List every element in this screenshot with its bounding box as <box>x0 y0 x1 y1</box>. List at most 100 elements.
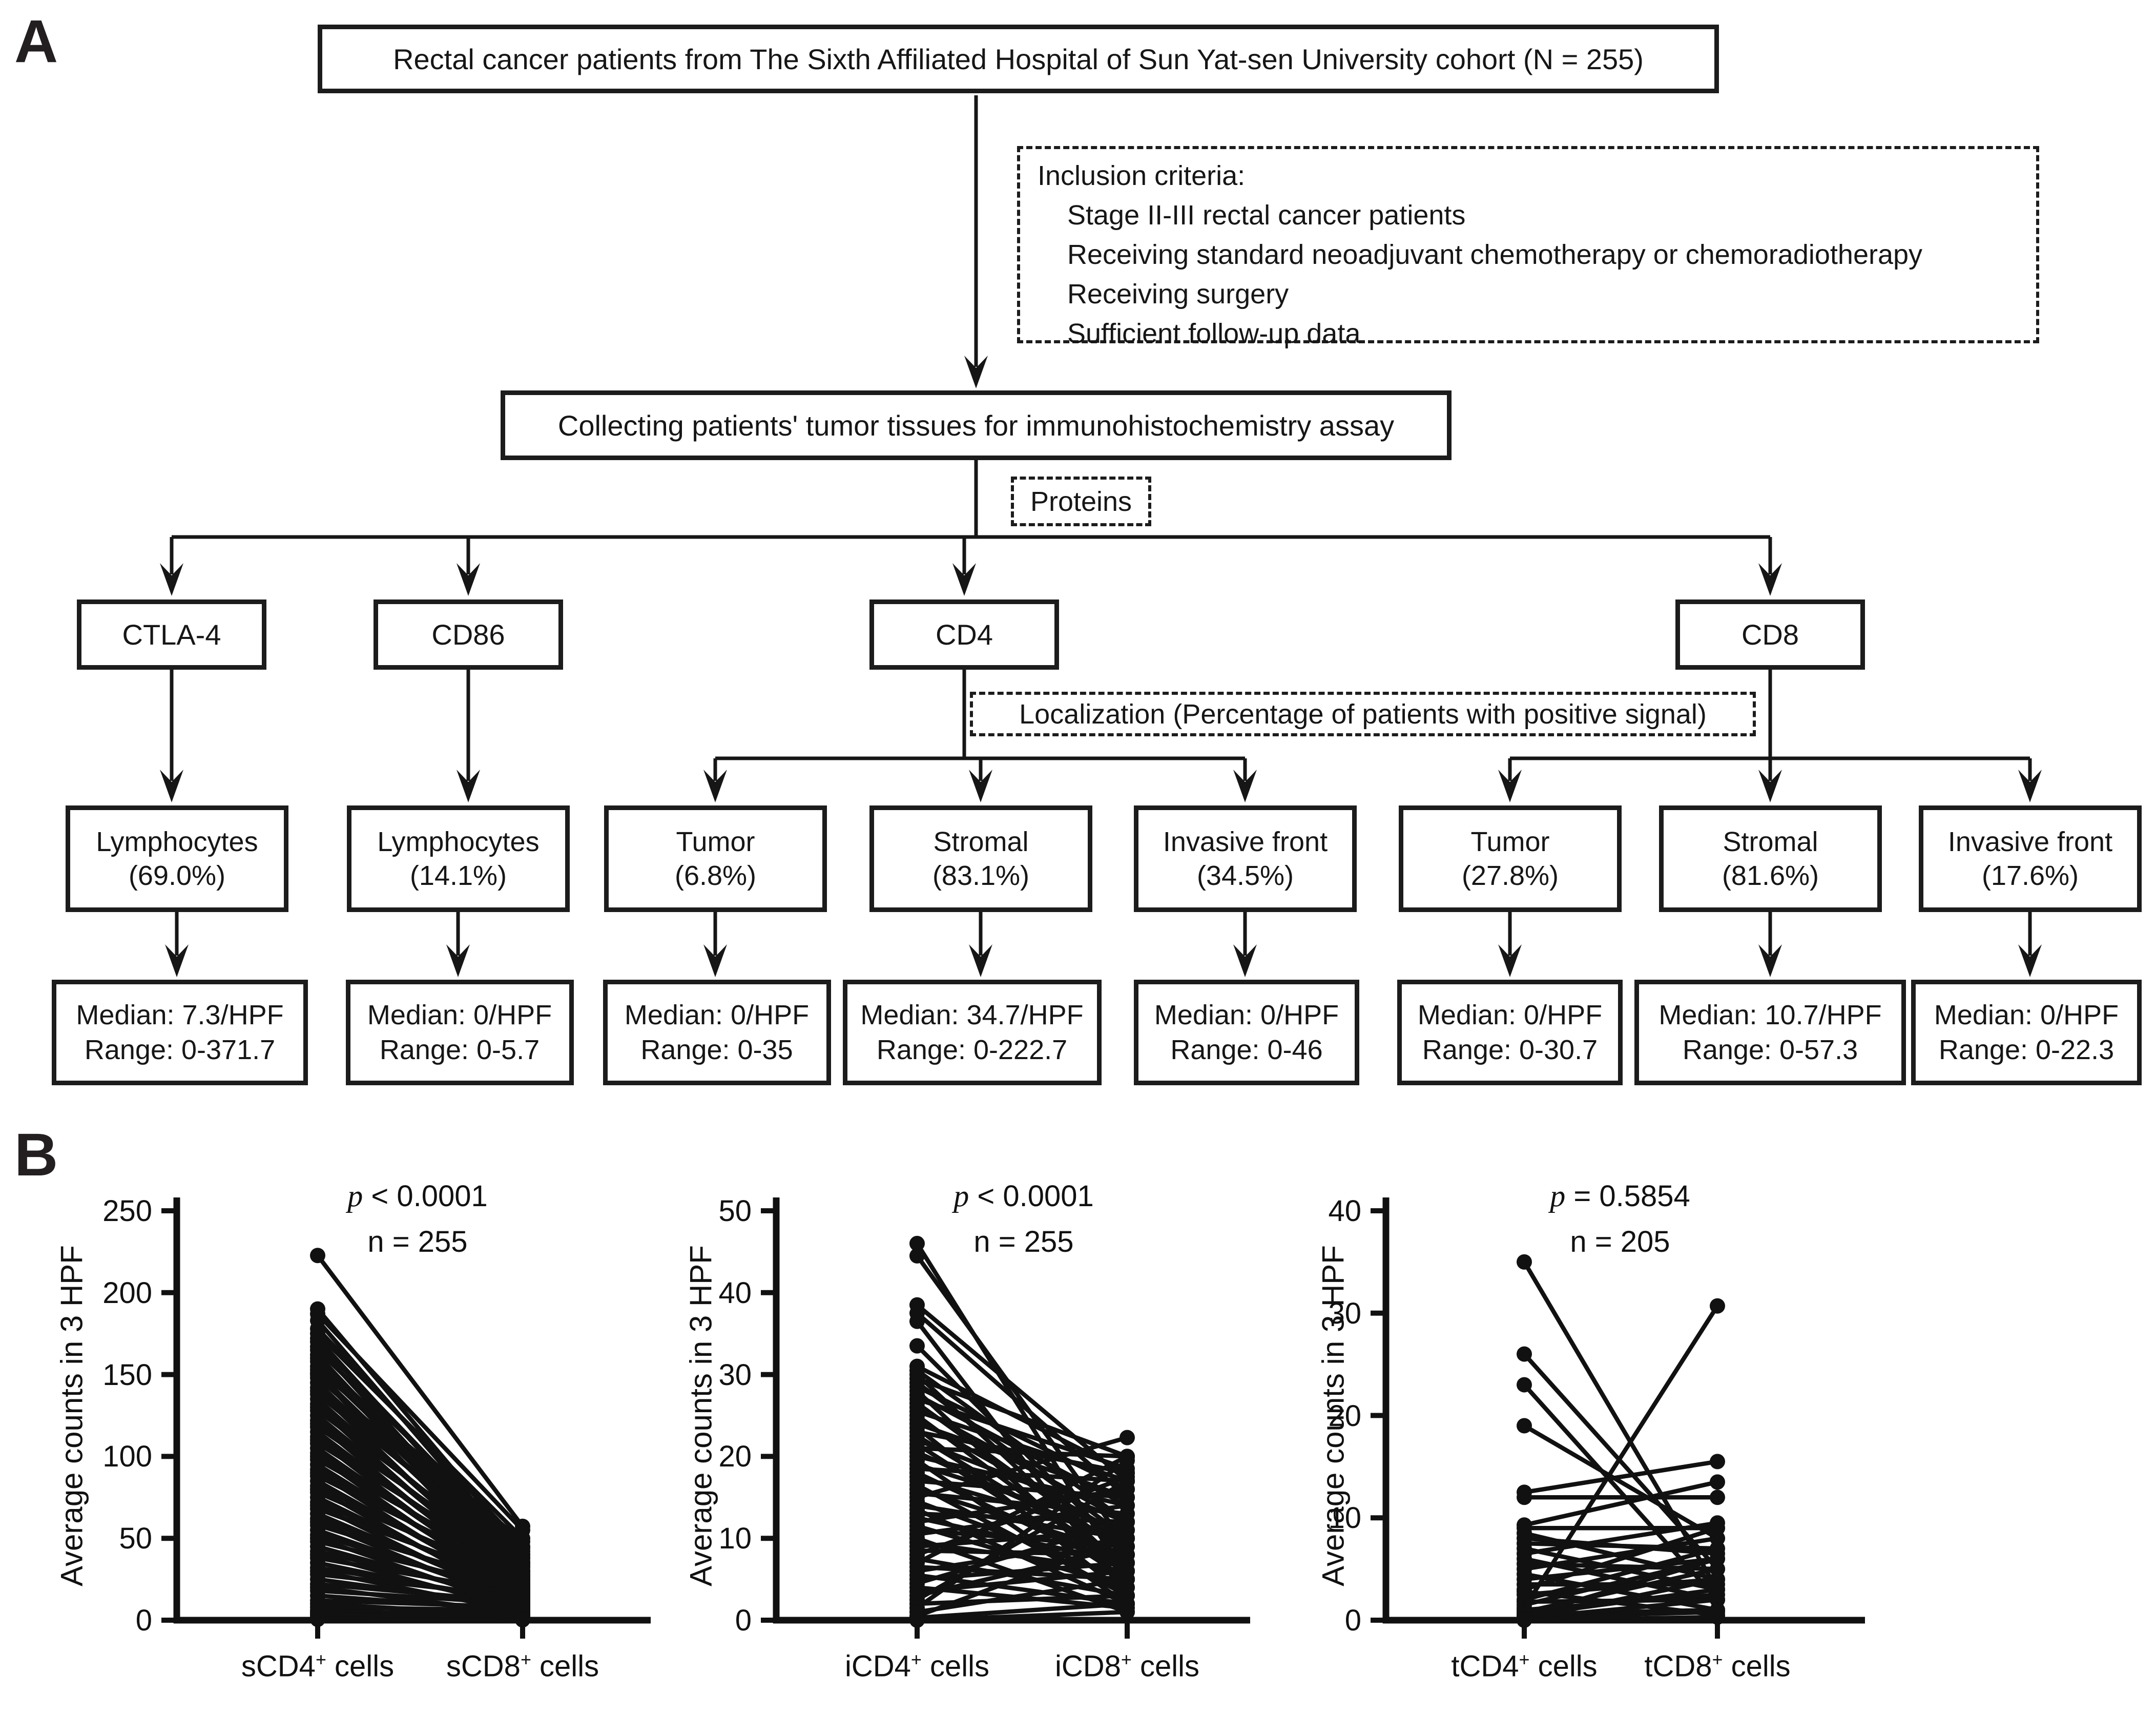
inclusion-item: Receiving surgery <box>1067 279 1289 309</box>
location-percent: (34.5%) <box>1196 860 1294 891</box>
protein-name: CD86 <box>431 618 505 651</box>
location-site: Invasive front <box>1947 826 2113 857</box>
collecting-box: Collecting patients' tumor tissues for i… <box>501 390 1452 460</box>
range-value: Range: 0-30.7 <box>1422 1035 1598 1065</box>
p-value-label: p < 0.0001 <box>953 1179 1094 1213</box>
location-site: Stromal <box>933 826 1029 857</box>
location-percent: (14.1%) <box>409 860 507 891</box>
range-value: Range: 0-46 <box>1170 1035 1323 1065</box>
median-value: Median: 10.7/HPF <box>1659 1000 1882 1030</box>
n-count-label: n = 255 <box>367 1225 468 1258</box>
arrowhead-icon <box>446 944 470 977</box>
y-tick-label: 250 <box>102 1194 152 1228</box>
arrowhead-icon <box>969 944 992 977</box>
y-tick-label: 20 <box>1328 1399 1361 1433</box>
location-site: Stromal <box>1723 826 1818 857</box>
y-tick-label: 20 <box>718 1440 752 1474</box>
arrowhead-icon <box>703 944 727 977</box>
median-box: Median: 0/HPF Range: 0-5.7 <box>345 980 574 1085</box>
x-category-label: sCD8+ cells <box>446 1649 599 1683</box>
protein-name: CD8 <box>1741 618 1799 651</box>
protein-box-cd86: CD86 <box>374 599 563 670</box>
x-category-label: tCD8+ cells <box>1644 1649 1791 1683</box>
location-box: Lymphocytes(14.1%) <box>347 805 570 912</box>
arrowhead-icon <box>1233 944 1257 977</box>
arrowhead-icon <box>1498 944 1522 977</box>
localization-label-text: Localization (Percentage of patients wit… <box>1019 698 1707 730</box>
y-tick-label: 40 <box>718 1276 752 1310</box>
arrowhead-icon <box>1233 770 1257 802</box>
location-site: Tumor <box>676 826 755 857</box>
location-percent: (69.0%) <box>128 860 226 891</box>
x-category-label: sCD4+ cells <box>241 1649 395 1683</box>
median-value: Median: 0/HPF <box>1417 1000 1603 1030</box>
paired-line-chart <box>1371 1197 1865 1639</box>
location-box: Stromal(83.1%) <box>869 805 1092 912</box>
y-axis-label: Average counts in 3 HPF <box>54 1245 89 1586</box>
x-category-label: iCD4+ cells <box>844 1649 990 1683</box>
arrowhead-icon <box>160 770 183 802</box>
y-tick-label: 30 <box>1328 1296 1361 1330</box>
range-value: Range: 0-222.7 <box>876 1035 1068 1065</box>
arrowhead-icon <box>1758 944 1782 977</box>
median-box: Median: 34.7/HPF Range: 0-222.7 <box>842 980 1102 1085</box>
cohort-box-text: Rectal cancer patients from The Sixth Af… <box>393 43 1644 75</box>
protein-name: CTLA-4 <box>122 618 221 651</box>
location-site: Invasive front <box>1163 826 1328 857</box>
proteins-label-text: Proteins <box>1030 486 1132 517</box>
y-tick-label: 0 <box>135 1604 152 1637</box>
range-value: Range: 0-371.7 <box>84 1035 276 1065</box>
arrowhead-icon <box>160 563 183 596</box>
p-value-label: p = 0.5854 <box>1550 1179 1690 1213</box>
y-tick-label: 50 <box>718 1194 752 1228</box>
inclusion-title: Inclusion criteria: <box>1038 160 1246 191</box>
location-site: Tumor <box>1470 826 1550 857</box>
arrowhead-icon <box>457 563 480 596</box>
median-value: Median: 34.7/HPF <box>860 1000 1084 1030</box>
panel-a-label: A <box>14 8 58 75</box>
location-box: Invasive front(34.5%) <box>1134 805 1357 912</box>
y-tick-label: 0 <box>1344 1604 1361 1637</box>
x-category-label: iCD8+ cells <box>1054 1649 1200 1683</box>
location-box: Stromal(81.6%) <box>1659 805 1882 912</box>
y-tick-label: 40 <box>1328 1194 1361 1228</box>
median-box: Median: 7.3/HPF Range: 0-371.7 <box>52 980 308 1085</box>
range-value: Range: 0-57.3 <box>1682 1035 1858 1065</box>
p-value-label: p < 0.0001 <box>347 1179 488 1213</box>
median-box: Median: 0/HPF Range: 0-30.7 <box>1397 980 1623 1085</box>
median-box: Median: 0/HPF Range: 0-46 <box>1134 980 1359 1085</box>
arrowhead-icon <box>964 356 988 388</box>
inclusion-item: Receiving standard neoadjuvant chemother… <box>1067 239 1923 270</box>
location-box: Lymphocytes(69.0%) <box>66 805 288 912</box>
arrowhead-icon <box>703 770 727 802</box>
range-value: Range: 0-5.7 <box>379 1035 540 1065</box>
protein-name: CD4 <box>935 618 993 651</box>
median-value: Median: 0/HPF <box>1934 1000 2119 1030</box>
n-count-label: n = 255 <box>973 1225 1074 1258</box>
median-box: Median: 10.7/HPF Range: 0-57.3 <box>1634 980 1906 1085</box>
arrowhead-icon <box>1498 770 1522 802</box>
y-tick-label: 10 <box>718 1522 752 1556</box>
median-value: Median: 0/HPF <box>367 1000 552 1030</box>
range-value: Range: 0-35 <box>640 1035 793 1065</box>
median-value: Median: 0/HPF <box>1154 1000 1339 1030</box>
y-tick-label: 30 <box>718 1358 752 1392</box>
inclusion-item: Sufficient follow-up data <box>1067 318 1361 349</box>
n-count-label: n = 205 <box>1570 1225 1670 1258</box>
location-box: Tumor(27.8%) <box>1399 805 1622 912</box>
y-tick-label: 0 <box>735 1604 752 1637</box>
arrowhead-icon <box>457 770 480 802</box>
location-percent: (27.8%) <box>1461 860 1559 891</box>
median-value: Median: 7.3/HPF <box>76 1000 284 1030</box>
panel-b-label: B <box>14 1121 58 1189</box>
y-axis-label: Average counts in 3 HPF <box>683 1245 718 1586</box>
paired-line-chart <box>161 1197 651 1639</box>
arrowhead-icon <box>952 563 976 596</box>
protein-box-cd8: CD8 <box>1675 599 1865 670</box>
inclusion-criteria-box: Inclusion criteria: Stage II-III rectal … <box>1017 146 2039 349</box>
y-tick-label: 50 <box>119 1522 152 1556</box>
location-percent: (83.1%) <box>932 860 1030 891</box>
